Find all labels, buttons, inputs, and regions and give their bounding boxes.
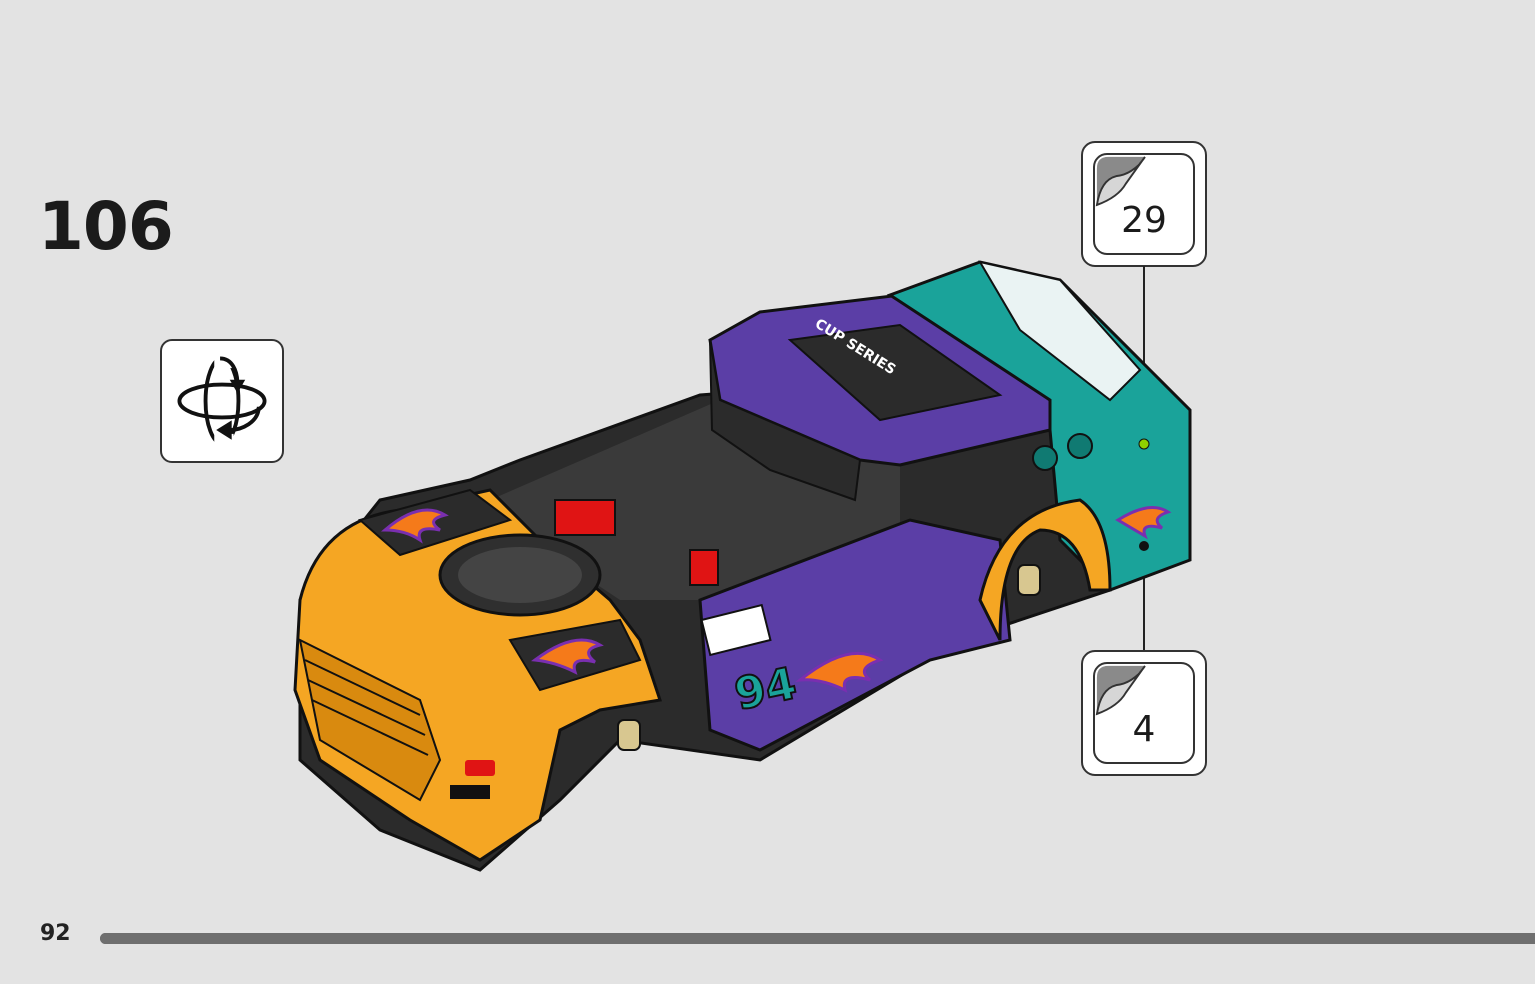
engine-brick (554, 499, 616, 536)
windshield (787, 323, 1003, 422)
rotate-callout (160, 339, 284, 463)
progress-fill (100, 933, 1535, 944)
front-badge (465, 760, 495, 776)
rear-stud (1032, 445, 1058, 471)
sticker-curl-icon (1095, 156, 1146, 207)
grille (298, 638, 442, 802)
sticker-callout-4: 4 (1081, 650, 1207, 776)
front-axle (617, 719, 641, 751)
side-panel (698, 518, 1012, 752)
progress-bar (100, 933, 1535, 944)
sticker-frame: 4 (1093, 662, 1195, 764)
sticker-number: 4 (1132, 709, 1156, 750)
nascar-decal (700, 603, 772, 657)
sticker-callout-29: 29 (1081, 141, 1207, 267)
page-number: 92 (40, 921, 71, 946)
rear-fender (978, 498, 1112, 641)
rotate-model-icon (177, 354, 267, 448)
rear-axle (1017, 564, 1041, 596)
race-number-decal: 94 (730, 658, 800, 721)
rear-window (977, 260, 1142, 402)
sticker-curl-icon (1095, 665, 1146, 716)
sticker-frame: 29 (1093, 153, 1195, 255)
sticker-target-4 (1139, 541, 1149, 551)
sticker-number: 29 (1121, 200, 1167, 241)
leader-line-4 (1143, 546, 1145, 650)
step-number: 106 (38, 188, 174, 265)
sticker-target-29 (1138, 438, 1150, 450)
leader-line-29 (1143, 266, 1145, 444)
